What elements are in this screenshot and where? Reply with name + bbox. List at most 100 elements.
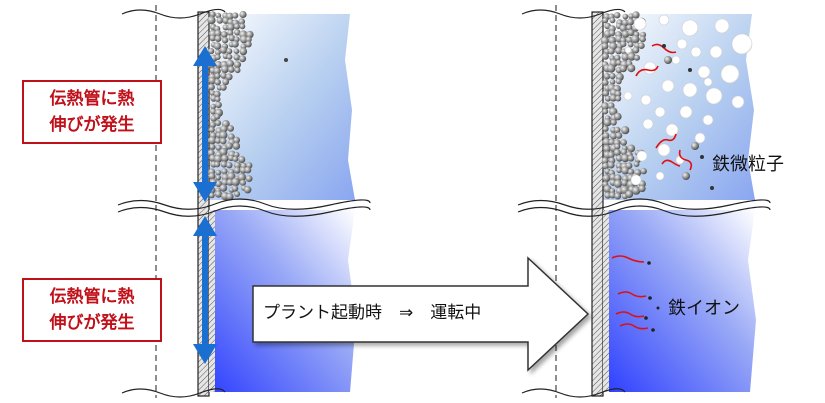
scale-pebble [233,48,240,54]
scale-pebble [613,148,621,157]
scale-pebble [220,161,228,168]
scale-pebble [614,143,621,150]
scale-pebble [608,47,615,55]
scale-pebble [622,13,629,20]
steam-bubble [640,94,652,106]
scale-pebble [208,48,215,55]
scale-pebble [213,42,222,50]
scale-pebble [614,90,622,98]
scale-pebble [621,166,630,175]
left-break-bottom [121,388,226,398]
scale-pebble [615,59,622,66]
scale-pebble [601,157,609,165]
transition-arrow-label: プラント起動時 ⇒ 運転中 [263,303,482,323]
scale-pebble [226,59,234,68]
scale-pebble [233,136,241,144]
scale-pebble [215,169,222,176]
scale-pebble [601,102,609,111]
scale-pebble [214,113,221,120]
scale-pebble [220,72,227,79]
scale-pebble [227,66,235,73]
scale-pebble [214,190,223,198]
scale-pebble [602,132,610,140]
scale-pebble [207,16,216,25]
steam-bubble [623,91,633,101]
callout-line-1: 伝熱管に熱 [49,89,135,109]
scale-pebble [231,40,239,48]
thermal-expansion-callout-lower: 伝熱管に熱 伸びが発生 [22,278,162,342]
scale-pebble [621,30,630,38]
scale-pebble [215,144,222,151]
scale-pebble [640,167,647,175]
iron-ions-label: 鉄イオン [668,298,740,319]
steam-bubble [630,174,642,186]
scale-pebble [627,52,636,61]
scale-pebble [239,47,248,56]
scale-pebble [226,23,235,32]
transition-arrow [252,256,590,372]
left-particle-dot [284,58,288,62]
scale-pebble [619,65,627,73]
steam-bubble [671,55,681,65]
scale-pebble [609,17,616,24]
scale-pebble [614,112,622,121]
left-scale-deposit [207,10,254,201]
steam-bubble [661,79,675,93]
scale-pebble [239,23,246,30]
steam-bubbles [623,14,753,186]
scale-pebble [221,65,229,74]
scale-pebble [215,174,222,181]
scale-pebble [627,168,635,176]
scale-pebble [225,73,233,81]
scale-pebble [214,54,221,60]
right-panel [517,5,771,398]
steam-bubble [709,45,723,59]
scale-pebble [244,166,252,174]
right-break-mid2 [517,205,771,217]
steam-bubble [702,114,714,126]
right-break-bottom [521,388,626,398]
scale-pebble [209,34,216,42]
scale-pebble [238,18,245,25]
scale-pebble [609,191,616,199]
scale-pebble [233,166,241,174]
scale-pebble [214,96,221,102]
scale-pebble [210,103,216,110]
scale-pebble [631,35,640,44]
scale-pebble [610,132,617,140]
scale-pebble [221,37,229,44]
scale-pebble [214,60,223,69]
scale-pebble [209,143,216,150]
steam-bubble [624,46,632,54]
scale-pebble [245,36,252,43]
scale-pebble [227,29,234,36]
scale-pebble [220,84,227,91]
steam-bubble [679,105,693,119]
scale-pebble [214,137,222,144]
scale-pebble [607,161,615,169]
scale-pebble [601,42,609,50]
scale-pebble [625,190,634,199]
scale-pebble [627,144,636,153]
scale-pebble [208,136,217,145]
scale-pebble [219,131,228,140]
scale-pebble [632,46,640,54]
scale-pebble [239,55,247,63]
steam-bubble [714,18,730,34]
scale-pebble [227,172,236,181]
scale-pebble [627,155,635,162]
iron-ions-lower [644,261,660,332]
scale-pebble [214,29,222,37]
scale-pebble [214,79,221,86]
scale-pebble [604,95,612,102]
scale-pebble [208,172,216,180]
scale-pebble [246,30,254,39]
right-tube-wall [591,11,604,397]
steam-bubble [705,87,723,105]
scale-pebble [214,35,222,42]
steam-bubble [665,123,679,137]
scale-pebble [615,132,623,139]
left-break-mid2 [117,205,371,217]
scale-pebble [602,162,609,170]
